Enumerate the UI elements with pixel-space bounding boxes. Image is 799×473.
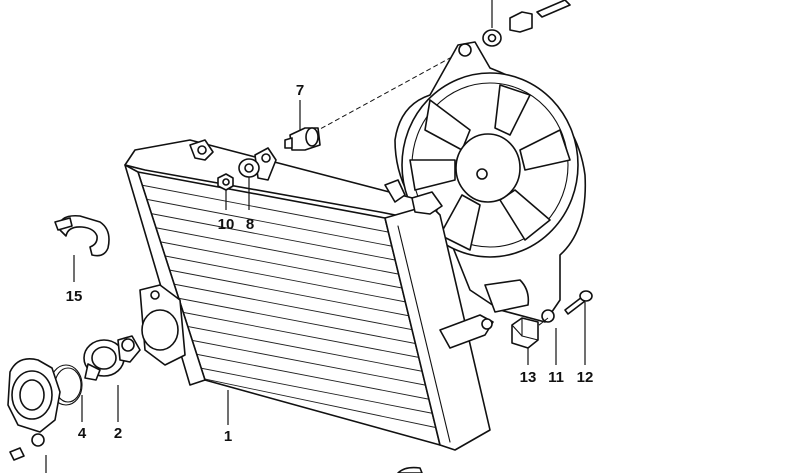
part-2-thermostat	[83, 335, 141, 381]
part-7-rubber-mount	[284, 127, 321, 151]
leader-lines	[45, 0, 586, 473]
callout-13: 13	[520, 369, 537, 386]
shroud-mount-hole	[458, 43, 472, 57]
assembly-line-7	[299, 57, 451, 141]
fan-hub	[455, 133, 521, 203]
callout-8: 8	[246, 216, 254, 233]
fan-outlet-pipe	[484, 279, 530, 313]
callout-11: 11	[548, 369, 564, 386]
callout-10: 10	[218, 216, 235, 233]
top-edge-parts	[482, 0, 571, 47]
part-10-nut	[217, 173, 234, 191]
radiator	[124, 139, 494, 451]
bottom-edge-part	[397, 466, 423, 473]
top-bracket-corner	[411, 191, 443, 215]
top-bracket-right	[384, 179, 406, 203]
part-12-screw	[564, 290, 593, 315]
fan-hub-nut	[476, 168, 488, 180]
part-15-hose-clamp	[54, 214, 110, 257]
callout-2: 2	[114, 425, 122, 442]
callout-12: 12	[577, 369, 594, 386]
fan-assembly	[394, 41, 587, 323]
part-8-grommet	[238, 158, 260, 178]
radiator-inlet-port	[141, 309, 179, 351]
callout-1: 1	[224, 428, 232, 445]
callout-7: 7	[296, 82, 304, 99]
shroud-mount-hole-lower	[541, 309, 555, 323]
callout-labels: 1 2 4 7 8 10 11 12 13 15	[66, 82, 594, 445]
thermostat-housing-cover	[7, 358, 61, 461]
part-13-clip	[511, 317, 539, 349]
callout-4: 4	[78, 425, 87, 442]
callout-15: 15	[66, 288, 83, 305]
radiator-fins	[140, 184, 439, 429]
top-bracket-center	[254, 147, 277, 181]
fan-blades	[409, 84, 571, 251]
